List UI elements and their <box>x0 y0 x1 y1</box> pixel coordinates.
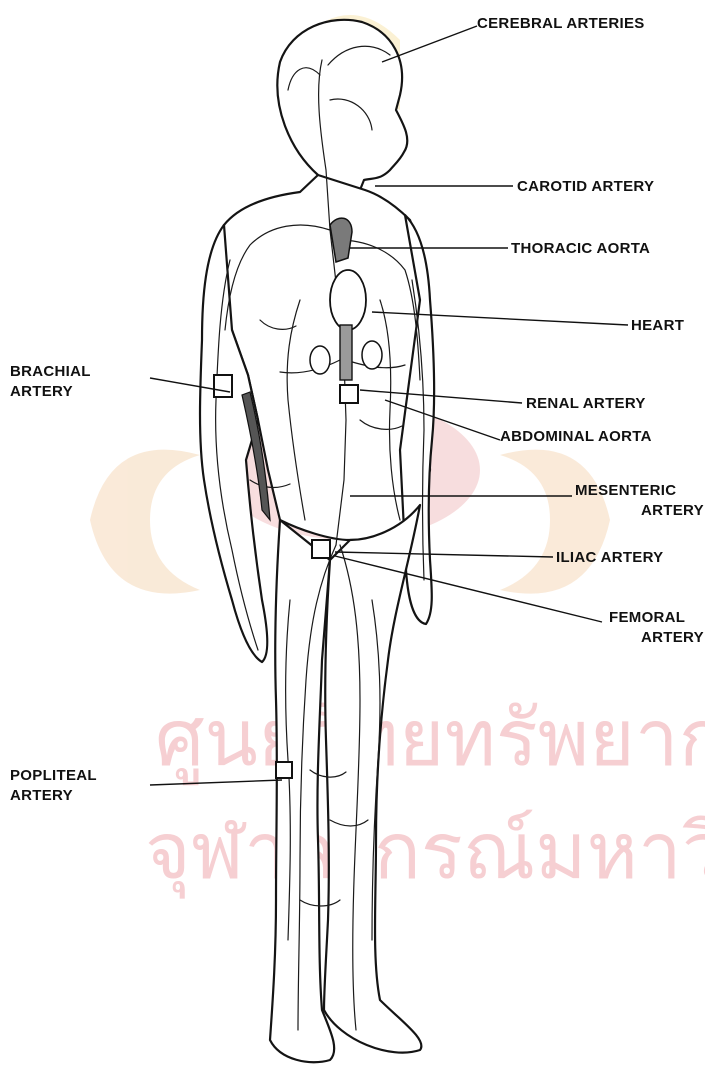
label-mesenteric-artery-line1: MESENTERIC <box>575 482 676 499</box>
label-brachial-artery-line1: BRACHIAL <box>10 363 91 380</box>
label-cerebral-arteries: CEREBRAL ARTERIES <box>477 15 645 32</box>
label-iliac-artery: ILIAC ARTERY <box>556 549 664 566</box>
label-abdominal-aorta: ABDOMINAL AORTA <box>500 428 652 445</box>
brachial-marker <box>214 375 232 397</box>
kidney-right <box>362 341 382 369</box>
label-renal-artery: RENAL ARTERY <box>526 395 646 412</box>
kidney-left <box>310 346 330 374</box>
watermark-line-1: ศูนย์วิทยทรัพยากร <box>155 694 705 785</box>
popliteal-marker <box>276 762 292 778</box>
label-brachial-artery-line2: ARTERY <box>10 383 73 400</box>
iliac-marker <box>312 540 330 558</box>
label-femoral-artery-line2: ARTERY <box>641 629 704 646</box>
label-mesenteric-artery-line2: ARTERY <box>641 502 704 519</box>
label-thoracic-aorta: THORACIC AORTA <box>511 240 650 257</box>
renal-marker <box>340 385 358 403</box>
label-popliteal-artery-line1: POPLITEAL <box>10 767 97 784</box>
label-heart: HEART <box>631 317 684 334</box>
head <box>277 20 407 195</box>
heart-shape <box>330 270 366 330</box>
label-carotid-artery: CAROTID ARTERY <box>517 178 654 195</box>
label-femoral-artery-line1: FEMORAL <box>609 609 685 626</box>
label-popliteal-artery-line2: ARTERY <box>10 787 73 804</box>
abdominal-aorta-segment <box>340 325 352 380</box>
watermark-line-2: จุฬาลงกรณ์มหาวิทยาลัย <box>145 807 705 899</box>
